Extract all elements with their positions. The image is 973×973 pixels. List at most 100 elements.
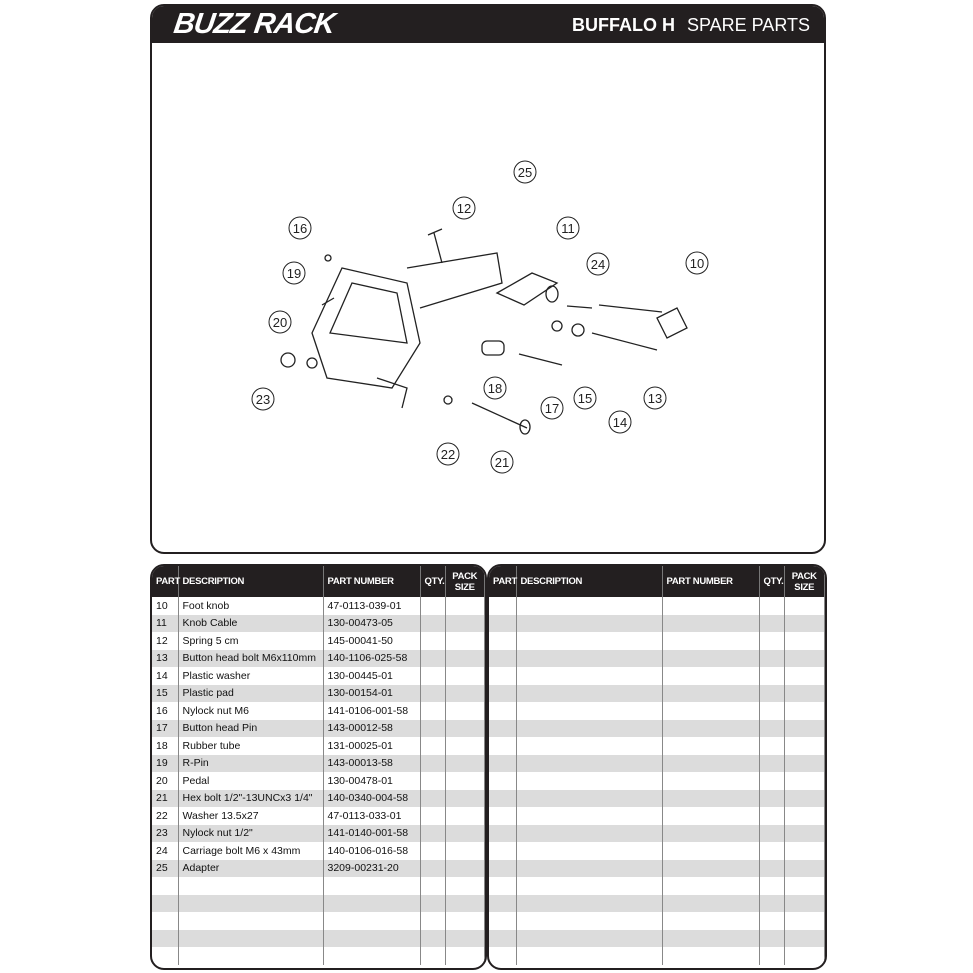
foot-knob — [656, 307, 688, 339]
cell-part-number: 141-0140-001-58 — [323, 824, 421, 842]
cell-qty — [759, 894, 785, 912]
cell-description — [178, 894, 324, 912]
cell-pack-size — [445, 947, 485, 965]
table-row — [152, 877, 485, 895]
cell-pack-size — [445, 859, 485, 877]
parts-table-left: PART DESCRIPTION PART NUMBER QTY. PACK S… — [150, 564, 487, 970]
cell-part — [489, 702, 517, 720]
cell-part — [489, 842, 517, 860]
table-row — [489, 912, 825, 930]
cell-qty — [759, 667, 785, 685]
cell-description — [516, 894, 663, 912]
callout: 23 — [251, 387, 275, 411]
cell-qty — [420, 842, 446, 860]
cell-part-number — [323, 929, 421, 947]
cell-part — [489, 824, 517, 842]
cell-qty — [420, 737, 446, 755]
cell-qty — [420, 807, 446, 825]
table-row — [489, 947, 825, 965]
cell-part-number — [662, 597, 760, 615]
cell-qty — [759, 632, 785, 650]
svg-text:14: 14 — [613, 415, 627, 430]
cell-part-number: 140-0106-016-58 — [323, 842, 421, 860]
cell-pack-size — [445, 929, 485, 947]
cell-part-number: 140-0340-004-58 — [323, 789, 421, 807]
cell-part — [489, 807, 517, 825]
col-description: DESCRIPTION — [178, 566, 324, 597]
cell-description: Adapter — [178, 859, 324, 877]
cell-part: 12 — [152, 632, 179, 650]
table-row — [489, 894, 825, 912]
cell-part-number — [662, 789, 760, 807]
svg-text:12: 12 — [457, 201, 471, 216]
cell-pack-size — [445, 597, 485, 615]
col-part: PART — [152, 566, 180, 597]
cell-part: 10 — [152, 597, 179, 615]
table-row — [489, 597, 825, 615]
cell-part-number: 143-00013-58 — [323, 754, 421, 772]
cell-part-number — [662, 807, 760, 825]
cell-part-number — [323, 947, 421, 965]
cell-part-number — [662, 894, 760, 912]
cell-part: 16 — [152, 702, 179, 720]
cell-pack-size — [784, 859, 825, 877]
bracket — [376, 377, 408, 409]
table-row — [489, 824, 825, 842]
cell-pack-size — [784, 894, 825, 912]
cell-part-number: 130-00445-01 — [323, 667, 421, 685]
parts-table-right: PART DESCRIPTION PART NUMBER QTY. PACK S… — [487, 564, 827, 970]
cell-description — [516, 649, 663, 667]
cell-part: 24 — [152, 842, 179, 860]
cell-pack-size — [784, 702, 825, 720]
cell-part-number — [662, 772, 760, 790]
adapter — [495, 272, 559, 306]
cell-pack-size — [784, 632, 825, 650]
cell-description — [516, 684, 663, 702]
cell-part-number — [662, 859, 760, 877]
col-part: PART — [489, 566, 517, 597]
table-row — [489, 737, 825, 755]
cell-qty — [759, 649, 785, 667]
cell-qty — [759, 754, 785, 772]
cell-qty — [759, 597, 785, 615]
cell-qty — [759, 702, 785, 720]
cell-pack-size — [784, 614, 825, 632]
cell-pack-size — [445, 824, 485, 842]
cell-part — [489, 912, 517, 930]
callout: 22 — [436, 442, 460, 466]
cell-part: 22 — [152, 807, 179, 825]
cell-description: Plastic pad — [178, 684, 324, 702]
callout: 24 — [586, 252, 610, 276]
col-qty: QTY. — [420, 566, 446, 597]
cell-pack-size — [445, 789, 485, 807]
cell-part-number — [662, 929, 760, 947]
cell-pack-size — [784, 597, 825, 615]
cell-description: Knob Cable — [178, 614, 324, 632]
cell-part-number: 143-00012-58 — [323, 719, 421, 737]
callout: 20 — [268, 310, 292, 334]
cell-part — [489, 947, 517, 965]
cell-pack-size — [445, 737, 485, 755]
cell-part: 23 — [152, 824, 179, 842]
col-pack-size: PACK SIZE — [445, 566, 485, 597]
cell-description: Nylock nut 1/2" — [178, 824, 324, 842]
svg-text:21: 21 — [495, 455, 509, 470]
cell-pack-size — [445, 649, 485, 667]
svg-text:19: 19 — [287, 266, 301, 281]
cell-part — [489, 684, 517, 702]
cell-qty — [759, 684, 785, 702]
cell-part-number: 131-00025-01 — [323, 737, 421, 755]
cell-pack-size — [445, 772, 485, 790]
cell-part: 20 — [152, 772, 179, 790]
cell-description: Plastic washer — [178, 667, 324, 685]
cell-description — [516, 877, 663, 895]
cell-part-number — [662, 649, 760, 667]
cell-part-number — [662, 719, 760, 737]
